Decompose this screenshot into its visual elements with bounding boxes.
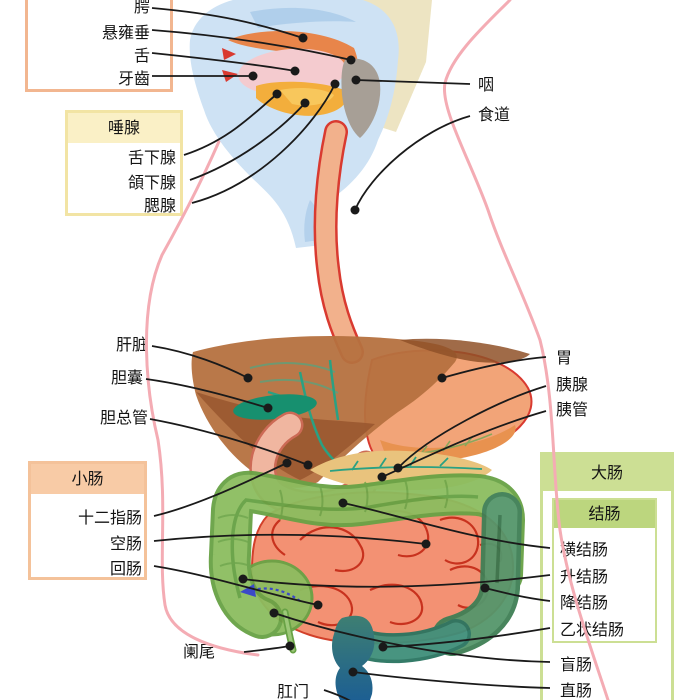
label-gallbladder: 胆囊 xyxy=(110,368,143,387)
line-cecum xyxy=(273,612,551,663)
head-shape xyxy=(189,0,399,248)
label-palate: 腭 xyxy=(133,0,150,16)
label-transverse-colon: 横结肠 xyxy=(560,540,609,559)
liver-shape xyxy=(191,336,530,488)
label-teeth: 牙齒 xyxy=(117,69,150,88)
line-liver xyxy=(151,345,249,379)
descending-colon-shape xyxy=(432,492,522,656)
small-intestine-shape xyxy=(250,491,514,645)
liver-left-lobe-tip xyxy=(400,338,530,363)
line-tongue xyxy=(151,52,296,72)
line-ileum xyxy=(153,565,319,606)
colon-header: 结肠 xyxy=(554,500,655,528)
label-pharynx: 咽 xyxy=(478,75,495,94)
line-submandibular xyxy=(189,102,306,181)
line-transverse-colon xyxy=(342,502,551,549)
line-stomach xyxy=(441,356,547,379)
jaw-bone-shape xyxy=(338,0,432,132)
line-parotid xyxy=(191,83,336,204)
label-sigmoid-colon: 乙状结肠 xyxy=(560,620,625,639)
body-outline xyxy=(145,0,610,700)
flow-arrow xyxy=(240,584,301,602)
line-gallbladder xyxy=(145,378,269,409)
label-ileum: 回肠 xyxy=(109,559,142,578)
stomach-antrum-band xyxy=(380,425,516,466)
appendix-shape xyxy=(281,608,297,654)
large-intestine-shape xyxy=(208,470,525,664)
tongue-shape xyxy=(238,48,346,96)
salivary-glands-header: 唾腺 xyxy=(68,113,180,143)
pharynx-shape xyxy=(341,58,381,138)
line-jejunum xyxy=(153,533,427,545)
label-duodenum: 十二指肠 xyxy=(77,508,142,527)
lip-lower xyxy=(222,70,238,82)
label-liver: 肝脏 xyxy=(115,335,148,354)
line-ascending-colon xyxy=(242,574,551,588)
label-tongue: 舌 xyxy=(133,46,150,65)
line-pancreas xyxy=(397,385,547,469)
liver-lower-lobe xyxy=(196,392,375,480)
label-submandibular-gland: 頜下腺 xyxy=(127,173,176,192)
label-parotid-gland: 腮腺 xyxy=(143,196,176,215)
label-pancreatic-duct: 胰管 xyxy=(556,400,589,419)
label-rectum: 直肠 xyxy=(560,681,593,700)
line-pharynx xyxy=(355,79,471,85)
salivary-glands-box: 唾腺 舌下腺 頜下腺 腮腺 xyxy=(65,110,183,216)
bile-ducts xyxy=(267,359,349,472)
small-intestine-header: 小肠 xyxy=(31,464,144,494)
line-sigmoid-colon xyxy=(382,627,551,648)
esophagus-shape xyxy=(313,120,364,364)
small-intestine-box: 小肠 十二指肠 空肠 回肠 xyxy=(28,461,147,580)
line-palate xyxy=(151,7,304,39)
label-ascending-colon: 升结肠 xyxy=(560,567,609,586)
duodenum-shape xyxy=(249,411,381,518)
line-bile-duct xyxy=(149,418,309,466)
line-pancreatic-duct xyxy=(381,410,547,478)
label-cecum: 盲肠 xyxy=(560,655,593,674)
sigmoid-colon-shape xyxy=(343,619,471,664)
large-intestine-box: 大肠 结肠 横结肠 升结肠 降结肠 乙状结肠 盲肠 直肠 xyxy=(540,452,674,700)
colon-box: 结肠 横结肠 升结肠 降结肠 乙状结肠 xyxy=(552,498,657,643)
line-duodenum xyxy=(153,462,288,517)
head xyxy=(189,0,432,248)
callout-dots xyxy=(238,33,490,677)
skull-shading xyxy=(250,7,356,28)
mouth-parts-box: 腭 悬雍垂 舌 牙齒 xyxy=(25,0,173,92)
salivary-glands-shape xyxy=(256,81,347,116)
rectum-shape xyxy=(332,615,375,700)
line-appendix xyxy=(243,645,291,653)
gallbladder-shape xyxy=(233,394,317,420)
gland-highlight xyxy=(280,87,334,106)
label-uvula: 悬雍垂 xyxy=(101,23,150,42)
label-appendix: 阑尾 xyxy=(183,642,216,661)
label-pancreas: 胰腺 xyxy=(556,375,589,394)
stomach-shape xyxy=(364,349,533,469)
cecum-shape xyxy=(230,559,314,637)
lip-upper xyxy=(222,48,236,60)
neck-shading xyxy=(304,200,321,242)
label-stomach: 胃 xyxy=(556,348,573,367)
large-intestine-header: 大肠 xyxy=(543,455,671,491)
label-jejunum: 空肠 xyxy=(109,534,142,553)
palate-shape xyxy=(228,30,359,94)
label-anus: 肛门 xyxy=(277,682,310,700)
line-anus xyxy=(323,689,351,700)
line-esophagus xyxy=(354,115,471,211)
line-rectum xyxy=(352,671,551,689)
line-uvula xyxy=(151,29,352,61)
line-sublingual xyxy=(183,93,278,156)
label-esophagus: 食道 xyxy=(478,105,511,124)
label-sublingual-gland: 舌下腺 xyxy=(127,148,176,167)
pancreas-shape xyxy=(310,450,492,491)
label-descending-colon: 降结肠 xyxy=(560,593,609,612)
label-common-bile-duct: 胆总管 xyxy=(99,408,148,427)
